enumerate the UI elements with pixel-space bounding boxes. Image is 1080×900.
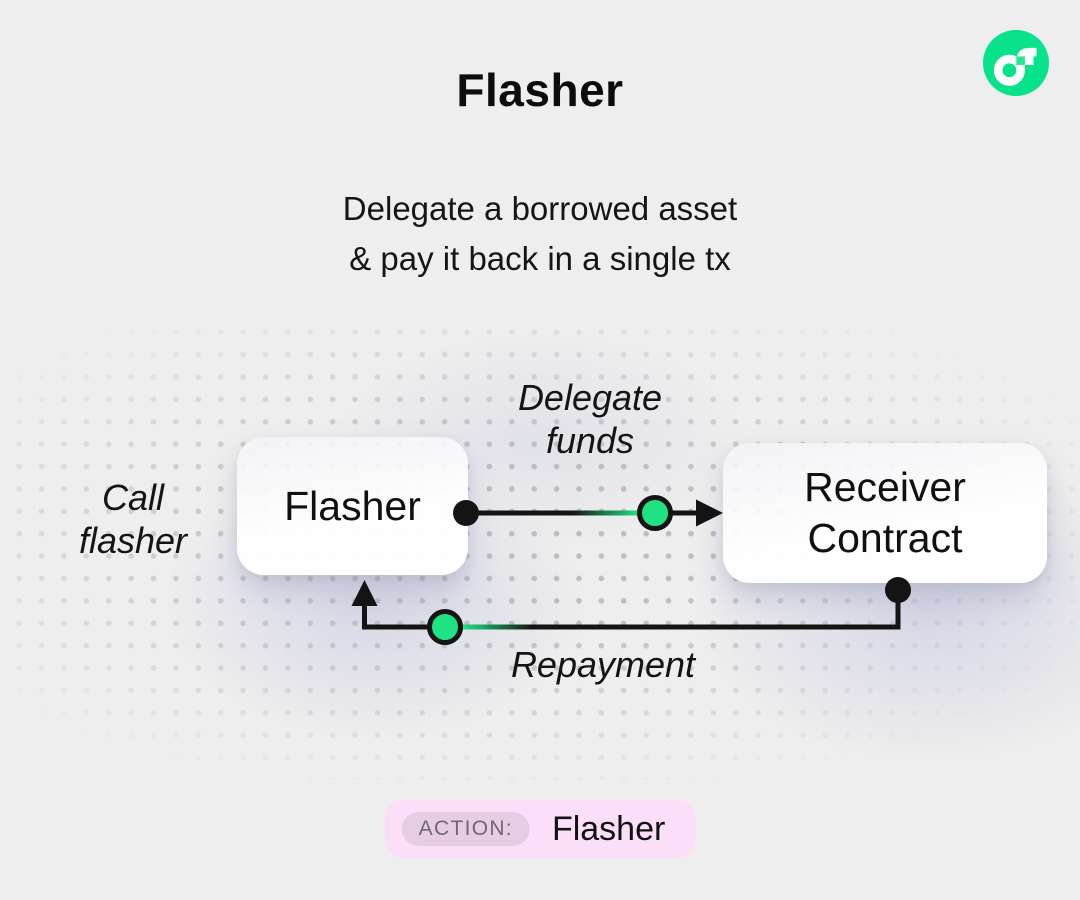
call-flasher-label-line-1: Call: [101, 477, 164, 518]
node-flasher-label: Flasher: [284, 482, 421, 529]
logo-f-ring: [993, 54, 1025, 86]
call-flasher-label-line-2: flasher: [78, 520, 188, 561]
delegate-funds-label: Delegate funds: [460, 376, 720, 462]
page-title: Flasher: [456, 64, 624, 116]
action-value: Flasher: [551, 809, 666, 848]
logo-white-square: [1024, 56, 1034, 65]
page-subtitle: Delegate a borrowed asset & pay it back …: [0, 184, 1080, 284]
action-badge: ACTION: Flasher: [384, 800, 696, 858]
subtitle-line-1: Delegate a borrowed asset: [342, 190, 738, 227]
action-label-pill: ACTION:: [401, 812, 530, 846]
subtitle-line-2: & pay it back in a single tx: [349, 240, 731, 277]
repayment-label: Repayment: [453, 643, 753, 686]
node-receiver-label-line-2: Contract: [807, 515, 963, 561]
delegate-funds-label-line-2: funds: [545, 420, 635, 461]
repayment-label-text: Repayment: [510, 644, 696, 685]
logo-green-square: [1016, 56, 1025, 65]
node-receiver-label-line-1: Receiver: [804, 464, 966, 510]
call-flasher-label: Call flasher: [23, 476, 243, 562]
node-receiver: Receiver Contract: [723, 443, 1047, 583]
flow-logo-icon: [983, 30, 1049, 96]
node-flasher: Flasher: [237, 437, 468, 575]
delegate-funds-label-line-1: Delegate: [517, 377, 663, 418]
